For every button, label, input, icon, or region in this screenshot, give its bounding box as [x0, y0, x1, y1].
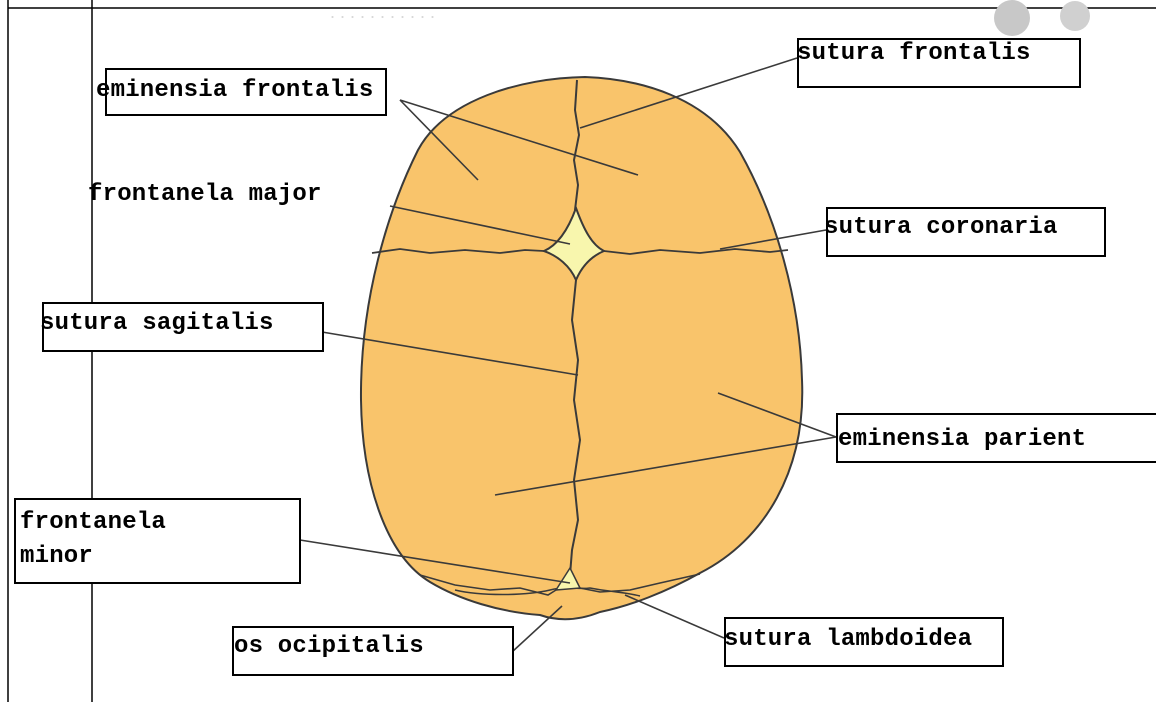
- pointer-sutura-lambdoidea: [625, 595, 724, 638]
- label-sutura-sagitalis: sutura sagitalis: [40, 310, 274, 338]
- label-sutura-lambdoidea: sutura lambdoidea: [724, 626, 972, 654]
- label-sutura-coronaria: sutura coronaria: [824, 214, 1058, 242]
- label-eminensia-parientalis: eminensia parient: [838, 426, 1086, 454]
- label-sutura-frontalis: sutura frontalis: [797, 40, 1031, 68]
- label-frontanela-major: frontanela major: [88, 181, 322, 209]
- label-frontanela-minor-line1: frontanela: [20, 509, 166, 537]
- decor-circle-2: [1060, 1, 1090, 31]
- label-frontanela-minor-line2: minor: [20, 543, 93, 571]
- label-eminensia-frontalis: eminensia frontalis: [96, 77, 373, 105]
- skull-outline: [361, 77, 802, 619]
- label-os-ocipitalis: os ocipitalis: [234, 633, 424, 661]
- decor-circle-1: [994, 0, 1030, 36]
- faint-watermark-dots: . . . . . . . . . . .: [330, 2, 435, 22]
